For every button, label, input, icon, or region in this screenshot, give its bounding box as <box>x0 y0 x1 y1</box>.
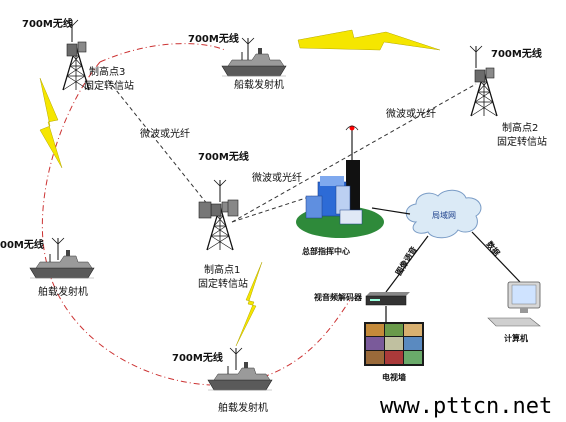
tv-wall-label: 电视墙 <box>382 372 406 382</box>
computer-label: 计算机 <box>504 333 528 343</box>
decoder-label: 视音频解码器 <box>314 292 363 302</box>
relay2-name-label: 制高点2 <box>502 121 538 134</box>
link-lan-decoder <box>385 235 429 293</box>
antenna-icon <box>229 347 243 371</box>
antenna-icon <box>469 45 483 69</box>
relay3-type-label: 固定转信站 <box>84 79 134 92</box>
link-hq-lan <box>371 207 411 215</box>
relay3-freq-label: 700M无线 <box>22 17 73 30</box>
ring-link <box>41 61 211 386</box>
watermark: www.pttcn.net <box>380 394 552 419</box>
lightning-icon <box>39 77 63 169</box>
building-icon <box>296 125 384 238</box>
relay1-dish <box>227 199 239 217</box>
microwave-label-relay2: 微波或光纤 <box>386 107 436 120</box>
ring-link-lower <box>224 299 351 386</box>
relay1-type-label: 固定转信站 <box>198 277 248 290</box>
ring-link-upper <box>99 43 226 63</box>
link-relay1-relay2 <box>231 83 477 223</box>
relay1-dish <box>198 201 212 219</box>
ship-left-freq-label: 00M无线 <box>0 238 44 251</box>
decoder-icon <box>365 292 410 306</box>
microwave-label-relay3: 微波或光纤 <box>140 127 190 140</box>
ship-bottom-name-label: 舶载发射机 <box>218 401 268 414</box>
hq-label: 总部指挥中心 <box>302 246 350 256</box>
cloud-icon <box>405 189 482 239</box>
relay3-name-label: 制高点3 <box>89 65 125 78</box>
ship-top-name-label: 船载发射机 <box>234 78 284 91</box>
image-voice-label: 图像语音 <box>393 245 418 277</box>
lightning-icon <box>235 261 263 347</box>
tower-icon <box>470 67 498 117</box>
link-relay1-hq <box>231 195 313 223</box>
ship-top-freq-label: 700M无线 <box>188 32 239 45</box>
antenna-icon <box>241 37 255 61</box>
relay1-freq-label: 700M无线 <box>198 150 249 163</box>
link-lan-computer <box>471 231 521 283</box>
ship-bottom-freq-label: 700M无线 <box>172 351 223 364</box>
microwave-label-hq: 微波或光纤 <box>252 171 302 184</box>
link-relay3-relay1 <box>107 79 213 211</box>
relay1-name-label: 制高点1 <box>204 263 240 276</box>
data-label: 数据 <box>484 239 502 258</box>
antenna-icon <box>51 237 65 261</box>
ship-icon <box>207 361 273 391</box>
antenna-icon <box>213 179 227 203</box>
lightning-icon <box>297 29 441 51</box>
tv-wall-icon <box>364 322 424 366</box>
lan-label: 局域网 <box>432 210 456 220</box>
computer-icon <box>487 281 541 327</box>
relay2-type-label: 固定转信站 <box>497 135 547 148</box>
ship-icon <box>29 249 95 279</box>
relay2-freq-label: 700M无线 <box>491 47 542 60</box>
ship-left-name-label: 舶载发射机 <box>38 285 88 298</box>
ship-icon <box>221 47 287 77</box>
